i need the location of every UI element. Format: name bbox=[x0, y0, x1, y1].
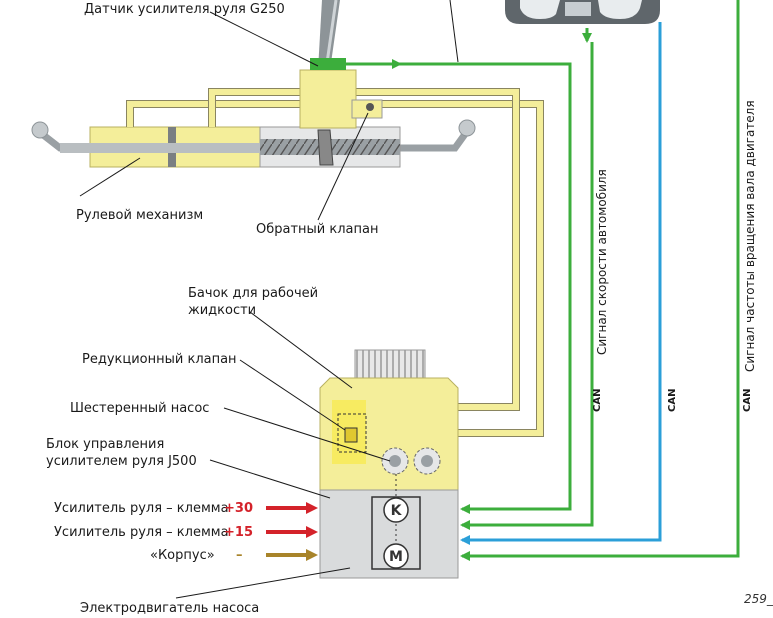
power-inputs bbox=[266, 502, 318, 561]
control-unit-j500 bbox=[371, 496, 421, 570]
valve-body bbox=[299, 58, 383, 166]
label-reducing-valve: Редукционный клапан bbox=[82, 352, 237, 367]
label-ground: «Корпус» bbox=[150, 548, 215, 563]
label-check-valve: Обратный клапан bbox=[256, 222, 378, 237]
relay-label: K bbox=[391, 503, 403, 519]
reducing-valve bbox=[344, 427, 358, 443]
sensor-g250 bbox=[310, 58, 346, 70]
label-terminal-30-value: +30 bbox=[224, 501, 253, 516]
label-terminal-30: Усилитель руля – клемма bbox=[54, 501, 229, 516]
label-terminal-15: Усилитель руля – клемма bbox=[54, 525, 229, 540]
instrument-cluster bbox=[505, 0, 660, 24]
label-ground-value: – bbox=[236, 548, 243, 563]
figure-number: 259_ bbox=[744, 592, 773, 606]
label-steering-gear: Рулевой механизм bbox=[76, 208, 203, 223]
label-gear-pump: Шестеренный насос bbox=[70, 401, 209, 416]
label-vehicle-speed: Сигнал скорости автомобиля bbox=[595, 169, 609, 355]
signal-wires bbox=[346, 0, 740, 561]
labels: Датчик усилителя руля G250 Рулевой механ… bbox=[46, 2, 378, 616]
label-can-2: CAN bbox=[667, 389, 678, 412]
label-can-3: CAN bbox=[742, 389, 753, 412]
motor-symbol bbox=[383, 543, 409, 569]
label-pump-motor: Электродвигатель насоса bbox=[80, 601, 259, 616]
leader-lines bbox=[79, 11, 391, 599]
pump-unit: K M bbox=[319, 349, 459, 579]
label-fluid-tank-1: Бачок для рабочей bbox=[188, 286, 318, 301]
steering-gear bbox=[31, 119, 476, 168]
label-fluid-tank-2: жидкости bbox=[188, 303, 256, 318]
label-can-1: CAN bbox=[592, 389, 603, 412]
label-control-unit-1: Блок управления bbox=[46, 437, 164, 452]
signal-labels: Сигнал скорости автомобиля Сигнал частот… bbox=[592, 100, 757, 412]
label-engine-speed: Сигнал частоты вращения вала двигателя bbox=[743, 100, 757, 372]
label-sensor-g250: Датчик усилителя руля G250 bbox=[84, 2, 285, 17]
label-terminal-15-value: +15 bbox=[224, 525, 253, 540]
label-control-unit-2: усилителем руля J500 bbox=[46, 454, 197, 469]
motor-label: M bbox=[389, 549, 403, 565]
gear-pump bbox=[381, 447, 441, 475]
relay-symbol bbox=[383, 497, 409, 523]
